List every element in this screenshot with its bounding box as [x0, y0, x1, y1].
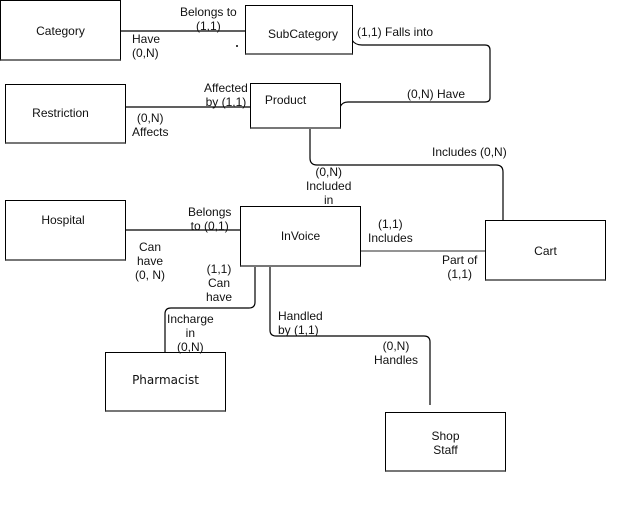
entity-category[interactable]: Category: [0, 0, 121, 61]
entity-hospital-label: Hospital: [41, 213, 85, 227]
label-can-have-1-1: (1,1) Can have: [206, 262, 233, 304]
entity-restriction[interactable]: Restriction: [5, 84, 126, 144]
entity-subcategory[interactable]: SubCategory: [245, 5, 353, 55]
entity-hospital[interactable]: Hospital: [5, 200, 126, 261]
entity-restriction-label: Restriction: [32, 106, 89, 120]
entity-shop-staff[interactable]: Shop Staff: [385, 412, 506, 472]
label-can-have-0-n: Can have (0, N): [135, 240, 165, 282]
entity-subcategory-label: SubCategory: [267, 27, 339, 41]
entity-pharmacist[interactable]: Pharmacist: [105, 352, 226, 412]
edge-invoice-pharmacist: [164, 266, 256, 352]
label-affected-by-1-1: Affected by (1,1): [204, 81, 248, 109]
label-belongs-to-1-1: Belongs to (1,1): [180, 5, 237, 33]
label-handles-0-n: (0,N) Handles: [374, 339, 419, 367]
label-belongs-to-0-1: Belongs to (0,1): [188, 205, 232, 233]
entity-product[interactable]: Product: [250, 83, 341, 129]
label-includes-1-1: (1,1) Includes: [368, 217, 413, 245]
entity-cart[interactable]: Cart: [485, 220, 606, 281]
label-included-in-0-n: (0,N) Included in: [306, 165, 352, 207]
label-incharge-in-0-n: Incharge in (0,N): [167, 312, 214, 354]
label-part-of-1-1: Part of (1,1): [442, 253, 478, 281]
entity-invoice[interactable]: InVoice: [240, 206, 361, 267]
entity-cart-label: Cart: [534, 244, 557, 258]
entity-pharmacist-label: Pharmacist: [132, 373, 199, 387]
label-includes-0-n: Includes (0,N): [432, 145, 507, 159]
edge-invoice-shopstaff: [269, 266, 431, 405]
edge-product-cart: [309, 128, 504, 220]
entity-category-label: Category: [36, 24, 85, 38]
label-handled-by-1-1: Handled by (1,1): [278, 309, 323, 337]
label-affects-0-n: (0,N) Affects: [132, 111, 169, 139]
entity-product-label: Product: [264, 93, 307, 107]
stray-dot-marker: [236, 45, 238, 47]
label-falls-into-1-1: (1,1) Falls into: [357, 25, 434, 39]
label-have-0-n-product: (0,N) Have: [407, 87, 466, 101]
entity-shop-staff-label: Shop Staff: [431, 429, 460, 457]
label-have-0-n: Have (0,N): [132, 32, 161, 60]
entity-invoice-label: InVoice: [280, 229, 321, 243]
edge-subcategory-product: [339, 39, 491, 108]
